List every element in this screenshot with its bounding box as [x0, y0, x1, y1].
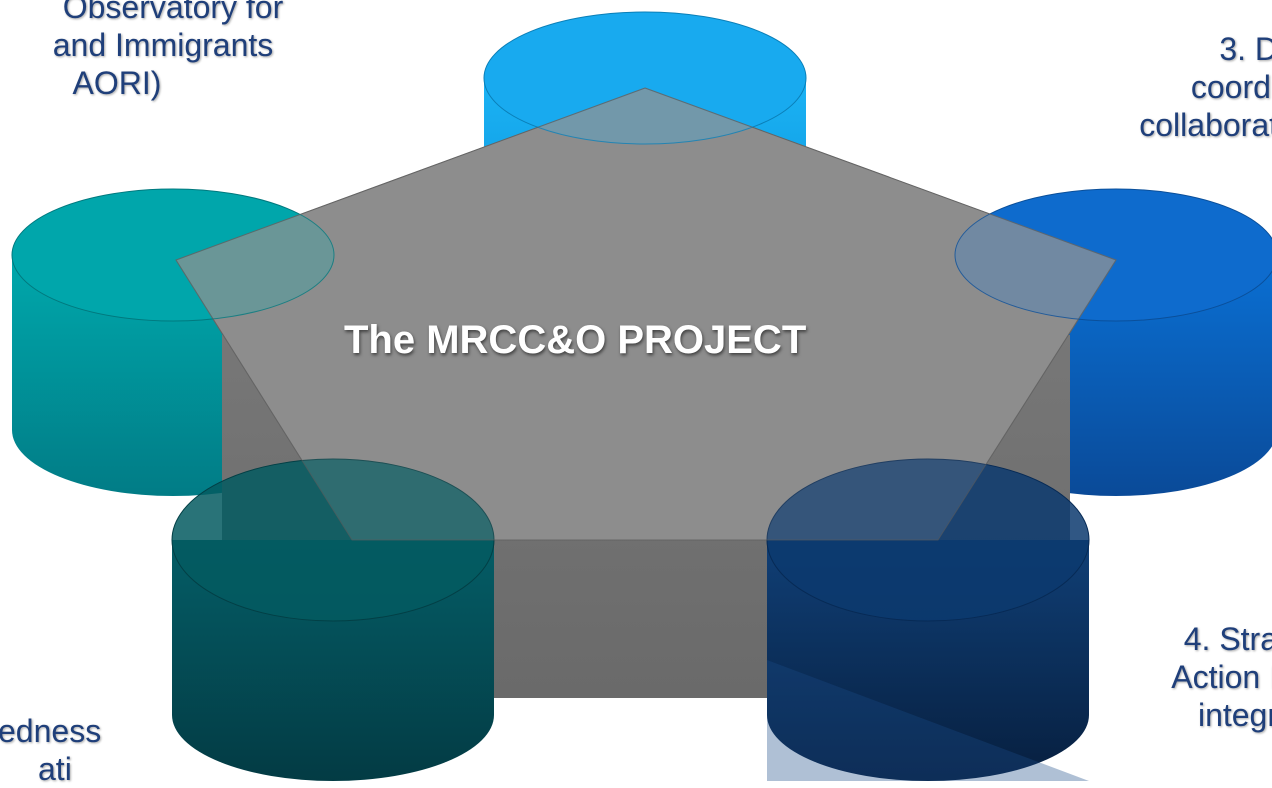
pillar-4-line-1: 4. Stra	[1183, 621, 1272, 657]
overlap-tops	[11, 11, 1272, 322]
pillar-4-line-2: Action I	[1171, 659, 1272, 695]
pillar-1-line-1: Observatory for	[62, 0, 284, 25]
pillar-4-line-3: integr	[1197, 697, 1272, 733]
pillar-3-line-3: collaborat	[1139, 107, 1272, 143]
pillar-2-label: edness ati	[0, 712, 101, 788]
pillar-2-line-2: ati	[38, 751, 72, 787]
pillar-1-line-3: AORI)	[72, 65, 162, 101]
pillar-3-label: 3. D coordi collaborat	[1139, 30, 1272, 144]
pentagon-overlay	[175, 87, 1117, 541]
pillar-3-line-1: 3. D	[1219, 31, 1272, 67]
pillar-1-line-2: and Immigrants	[52, 27, 274, 63]
pillar-4-label: 4. Stra Action I integr	[1171, 620, 1272, 734]
pillar-3-line-2: coordi	[1190, 69, 1272, 105]
diagram-title: The MRCC&O PROJECT	[344, 318, 807, 362]
pillar-2-line-1: edness	[0, 713, 102, 749]
pillar-1-label: Observatory for and Immigrants AORI)	[0, 0, 328, 102]
cylinder-bottom-left	[171, 458, 495, 781]
